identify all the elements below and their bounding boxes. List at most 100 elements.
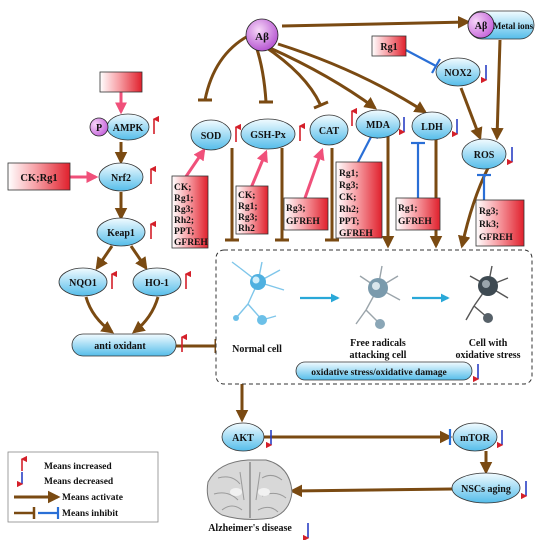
blue-rg1-nox2-bar [431,58,441,74]
mda-label: MDA [366,120,391,131]
ros-box-line: Rk3; [479,220,499,230]
mda-box-line: PPT; [339,217,359,227]
arrow-nox2-to-ros [459,87,483,141]
cat-box-line: Rg3; [286,204,306,214]
blue-inhibit-lines [357,47,491,445]
mda-box-line: CK; [339,193,356,203]
normal-cell-image [231,261,285,325]
gshpx-compound-box: CK; Rg1; Rg3; Rh2 [235,185,269,235]
nrf2-node: Nrf2 [98,162,144,192]
cat-node: CAT [309,114,349,146]
ldh-box-line: Rg1; [398,204,418,214]
oxidative-stress-panel: Normal cell Free radicals attacking cell [215,249,533,385]
sod-box-line: PPT; [174,227,194,237]
stressed-cell-label-1: Cell with [469,338,508,349]
nqo1-label: NQO1 [69,278,97,289]
p-label: P [96,123,102,134]
rg1-top-label: Rg1 [380,42,397,53]
akt-node: AKT [221,422,265,452]
blue-mdabox-to-mda [357,134,373,163]
nscs-aging-label: NSCs aging [461,484,511,495]
gshpx-box-line: Rg1; [238,202,258,212]
nscs-aging-node: NSCs aging [451,472,521,504]
attacking-cell-image [355,265,401,329]
oxidative-damage-label: oxidative stress/oxidative damage [311,368,446,378]
keap1-label: Keap1 [107,228,135,239]
sod-box-line: Rg1; [174,194,194,204]
legend-inhibit-label: Means inhibit [62,509,119,519]
abeta-small-label: Aβ [475,21,488,32]
rg1-top-box: Rg1 [371,35,407,57]
legend-decreased-label: Means decreased [44,477,114,487]
cat-compound-box: Rg3; GFREH [283,197,329,231]
sod-label: SOD [201,131,222,142]
pink-gshpxbox-to-gshpx [249,149,268,189]
arrow-ho1-to-antioxidant [132,296,160,334]
legend: Means increased Means decreased Means ac… [7,451,159,523]
arrow-nqo1-to-antioxidant [84,296,115,334]
nox2-node: NOX2 [435,57,481,87]
arrow-nscs-to-alz [289,484,453,498]
sod-box-line: Rh2; [174,216,194,226]
inhibit-abeta-cat-bar [313,100,329,110]
sod-box-line: GFREH [174,238,208,248]
inhibit-abeta-to-cat [263,44,322,105]
ros-label: ROS [474,150,495,161]
pink-activate-arrows [70,92,325,199]
blue-rg1-to-nox2 [401,47,437,67]
arrow-abeta-to-mda [269,46,378,110]
alzheimers-label: Alzheimer's disease [208,523,292,534]
abeta-node: Aβ [245,18,279,52]
mda-box-line: Rh2; [339,205,359,215]
arrow-keap1-to-ho1 [129,245,148,271]
cat-box-line: GFREH [286,217,320,227]
keap1-node: Keap1 [96,217,146,247]
ldh-node: LDH [411,111,453,141]
brain-image [206,459,293,520]
sod-compound-box: CK; Rg1; Rg3; Rh2; PPT; GFREH [171,175,209,249]
abeta-metal-node: Aβ Metal ions [467,10,535,40]
pink-sodbox-to-sod [183,148,206,179]
increase-indicators [110,107,358,352]
ck-rg1-left-box: CK;Rg1 [7,162,71,191]
ho1-label: HO-1 [145,278,169,289]
mda-box-line: Rg1; [339,169,359,179]
arrow-keap1-to-nqo1 [95,245,114,271]
mda-compound-box: Rg1; Rg3; CK; Rh2; PPT; GFREH [335,161,383,239]
arrow-metal-to-ros [491,39,504,141]
cat-label: CAT [319,126,340,137]
nox2-label: NOX2 [444,68,471,79]
sod-box-line: Rg3; [174,205,194,215]
antioxidant-label: anti oxidant [94,341,146,352]
ros-node: ROS [461,138,507,170]
inhibit-abeta-to-sod [203,34,249,101]
attacking-cell-label-1: Free radicals [350,338,406,349]
inhibit-abeta-to-gshpx [254,45,268,103]
gshpx-box-line: Rg3; [238,213,258,223]
normal-cell-label: Normal cell [232,344,282,355]
abeta-label: Aβ [255,31,269,43]
mtor-label: mTOR [460,433,491,444]
stressed-cell-image [465,265,509,323]
ampk-node: P AMPK [89,113,150,141]
ldh-label: LDH [421,122,443,133]
attacking-cell-label-2: attacking cell [350,350,407,361]
ros-box-line: Rg3; [479,207,499,217]
gshpx-label: GSH-Px [250,130,286,141]
ck-rg1-left-label: CK;Rg1 [20,173,57,184]
metal-ions-label: Metal ions [493,21,534,31]
mda-box-line: Rg3; [339,181,359,191]
mda-box-line: GFREH [339,229,373,239]
decrease-indicators [265,65,528,540]
ros-box-line: GFREH [479,233,513,243]
gshpx-box-line: Rh2 [238,224,255,234]
antioxidant-node: anti oxidant [71,333,177,357]
rk3-box [99,71,143,93]
legend-increased-label: Means increased [44,462,112,472]
mtor-node: mTOR [452,422,498,452]
ldh-box-line: GFREH [398,217,432,227]
arrow-abeta-to-ldh [277,42,428,114]
arrow-abeta-to-abeta-metal [281,15,471,29]
